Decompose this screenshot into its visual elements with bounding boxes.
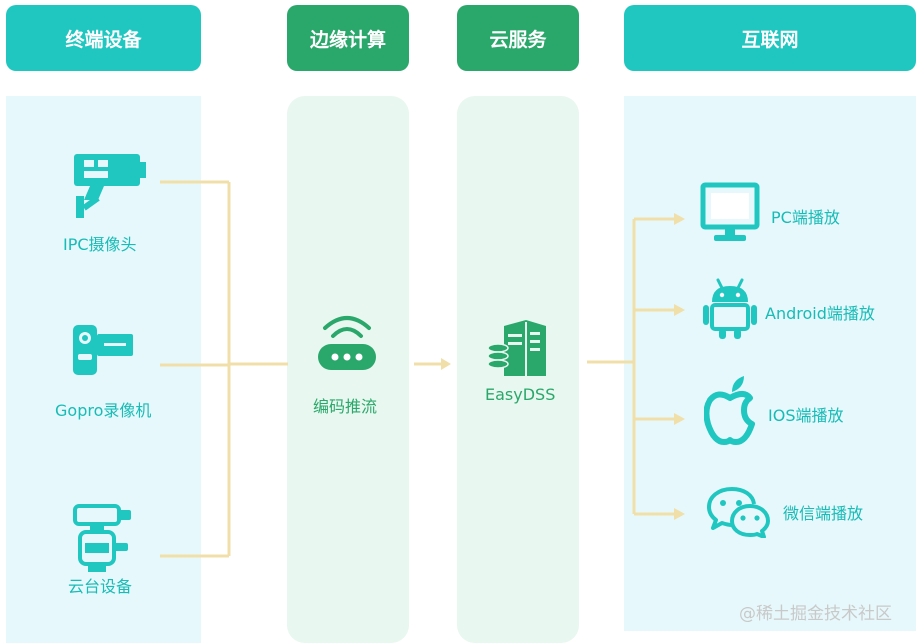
server-icon: [487, 320, 546, 376]
playback-target-label: IOS端播放: [768, 406, 844, 425]
header-cloud-service: 云服务: [457, 5, 579, 71]
ipc-camera-icon: [74, 154, 146, 218]
terminal-device-label: Gopro录像机: [55, 401, 152, 420]
playback-target-label: 微信端播放: [783, 504, 864, 523]
cloud-label: EasyDSS: [485, 385, 556, 404]
apple-icon: [704, 376, 755, 445]
android-icon: [703, 278, 757, 339]
router-icon: [318, 316, 376, 370]
terminal-device-label: 云台设备: [68, 577, 133, 596]
camcorder-icon: [73, 325, 133, 375]
playback-target-label: Android端播放: [765, 304, 875, 323]
monitor-icon: [700, 182, 760, 241]
watermark: @稀土掘金技术社区: [739, 604, 892, 624]
header-terminal-devices: 终端设备: [6, 5, 201, 71]
internet-panel: [624, 96, 916, 631]
edge-label: 编码推流: [313, 397, 378, 416]
pan-tilt-icon: [73, 504, 131, 572]
header-internet: 互联网: [624, 5, 916, 71]
playback-target-label: PC端播放: [771, 208, 840, 227]
wechat-icon: [707, 487, 770, 538]
terminal-device-label: IPC摄像头: [63, 235, 137, 254]
header-edge-computing: 边缘计算: [287, 5, 409, 71]
